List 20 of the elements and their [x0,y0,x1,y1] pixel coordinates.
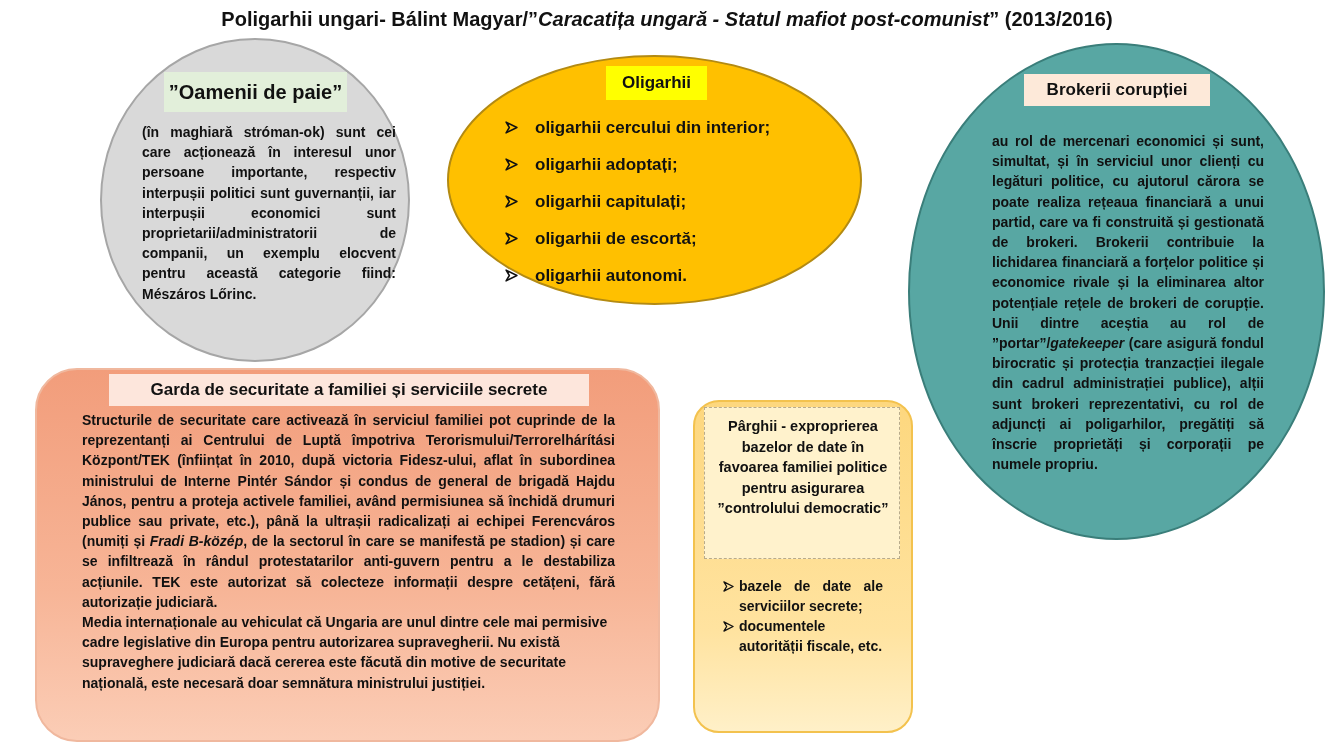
list-item: oligarhii capitulați; [535,191,688,212]
diagram-title: Poligarhii ungari- Bálint Magyar/”Caracatița ungară - Statul mafiot post-comunist” (2013/2016) [220,8,1114,31]
list-item: oligarhii autonomi. [535,265,689,286]
paragraph: Structurile de securitate care activează în serviciul familiei pot cuprinde de la reprezentanți ai Centrului de Luptă împotriva Terorismului/Terrorelhárítási Központ/TEK (înființat în 2010, după victoria Fidesz-ului, aflat în subordinea ministrului de Interne Pintér Sándor și condus de general de brigadă Hajdu János, pentru a proteja activele familiei, având permisiunea să închidă drumuri publice sau private, etc.), până la ultrașii radicalizați ai echipei Ferencváros (numiți și Fradi B-közép, de la sectorul în care se manifestă pe stadion) și care se infiltrează în rândul protestatarilor anti-guvern pentru a le destabiliza acțiunile. TEK este autorizat să colecteze informații despre cetățeni, fără autorizație judiciară. [82,411,615,612]
list-item: oligarhii adoptați; [535,154,679,175]
box-text: Pârghii - exproprierea bazelor de date în favoarea familiei politice pentru asigurarea ”controlului democratic” [716,417,890,518]
heading-label: Brokerii corupției [1024,74,1210,106]
text-box [704,407,900,559]
list-item: oligarhii de escortă; [535,228,698,249]
paragraph: (în maghiară stróman-ok) sunt cei care acționează în interesul unor persoane importante, respectiv interpușii politici sunt guvernanții, iar interpușii economici sunt proprietarii/administratorii de companii, un exemplu elocvent pentru această categorie fiind: Mészáros Lőrinc. [142,123,396,304]
list-item: bazele de date ale serviciilor secrete; [739,577,883,616]
list-item: oligarhii cercului din interior; [535,117,772,138]
rounded-panel [35,368,660,742]
heading-label: Oligarhii [606,66,707,100]
rounded-panel [693,400,913,733]
paragraph: au rol de mercenari economici și sunt, simultat, și în serviciul unor clienți cu legături politice, cu ajutorul cărora se poate realiza rețeaua financiară a unui partid, care va fi construită și gestionată de brokeri. Brokerii contribuie la lichidarea financiară a forțelor politice și economice rivale și la eliminarea altor potențiale rețele de brokeri de corupție. Unii dintre aceștia au rol de ”portar”/gatekeeper (care asigură fondul birocratic și protecția tranzacției ilegale din cadrul administrației publice), alții sunt brokeri reprezentativi, cu rol de adjuncți ai poligarhilor, pregătiți să înscrie proprietăți și corporații pe numele propriu. [992,132,1264,475]
list-item: documentele autorității fiscale, etc. [739,617,883,656]
heading-label: ”Oamenii de paie” [164,72,347,112]
heading-label: Garda de securitate a familiei și serviciile secrete [109,374,589,406]
paragraph: Media internaționale au vehiculat că Ungaria are unul dintre cele mai permisive cadre legislative din Europa pentru autorizarea supravegherii. Nu există supraveghere judiciară dacă cererea este făcută din motive de securitate națională, este necesară doar semnătura ministrului justiției. [82,613,609,693]
